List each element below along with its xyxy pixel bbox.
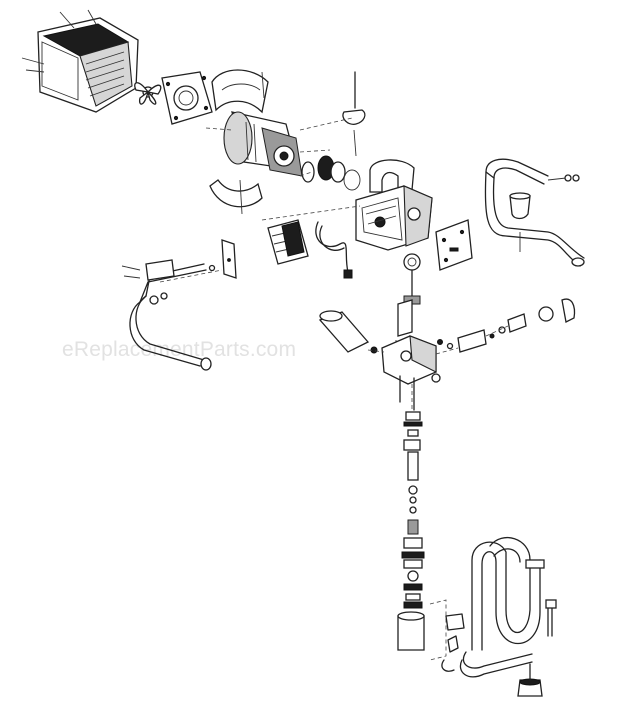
- power-cord[interactable]: [315, 221, 353, 279]
- pump-housing[interactable]: [355, 159, 433, 251]
- side-cover-plate[interactable]: [435, 219, 473, 271]
- hose-clip[interactable]: [441, 613, 465, 672]
- motor[interactable]: [205, 111, 303, 177]
- mount-bolt[interactable]: [342, 71, 366, 157]
- pressure-control-box[interactable]: [267, 219, 309, 265]
- pump-column[interactable]: [397, 411, 447, 661]
- handle-frame-left[interactable]: [121, 259, 216, 371]
- motor-shroud[interactable]: [21, 9, 139, 113]
- handle-frame-right[interactable]: [484, 158, 585, 267]
- cooling-fan[interactable]: [134, 82, 162, 105]
- drain-tube[interactable]: [545, 599, 557, 637]
- pressure-gauge[interactable]: [395, 253, 421, 350]
- fan-plate[interactable]: [161, 71, 213, 125]
- inlet-filter[interactable]: [318, 310, 378, 354]
- upper-motor-cover[interactable]: [211, 69, 269, 114]
- assembly-guide-lines: [159, 117, 459, 412]
- suction-tube[interactable]: [459, 536, 545, 697]
- lower-motor-cover[interactable]: [209, 179, 263, 215]
- gear-coupling[interactable]: [301, 155, 361, 191]
- hose-fittings[interactable]: [437, 298, 576, 353]
- manifold-block[interactable]: [381, 335, 441, 411]
- bracket-plate[interactable]: [221, 239, 237, 279]
